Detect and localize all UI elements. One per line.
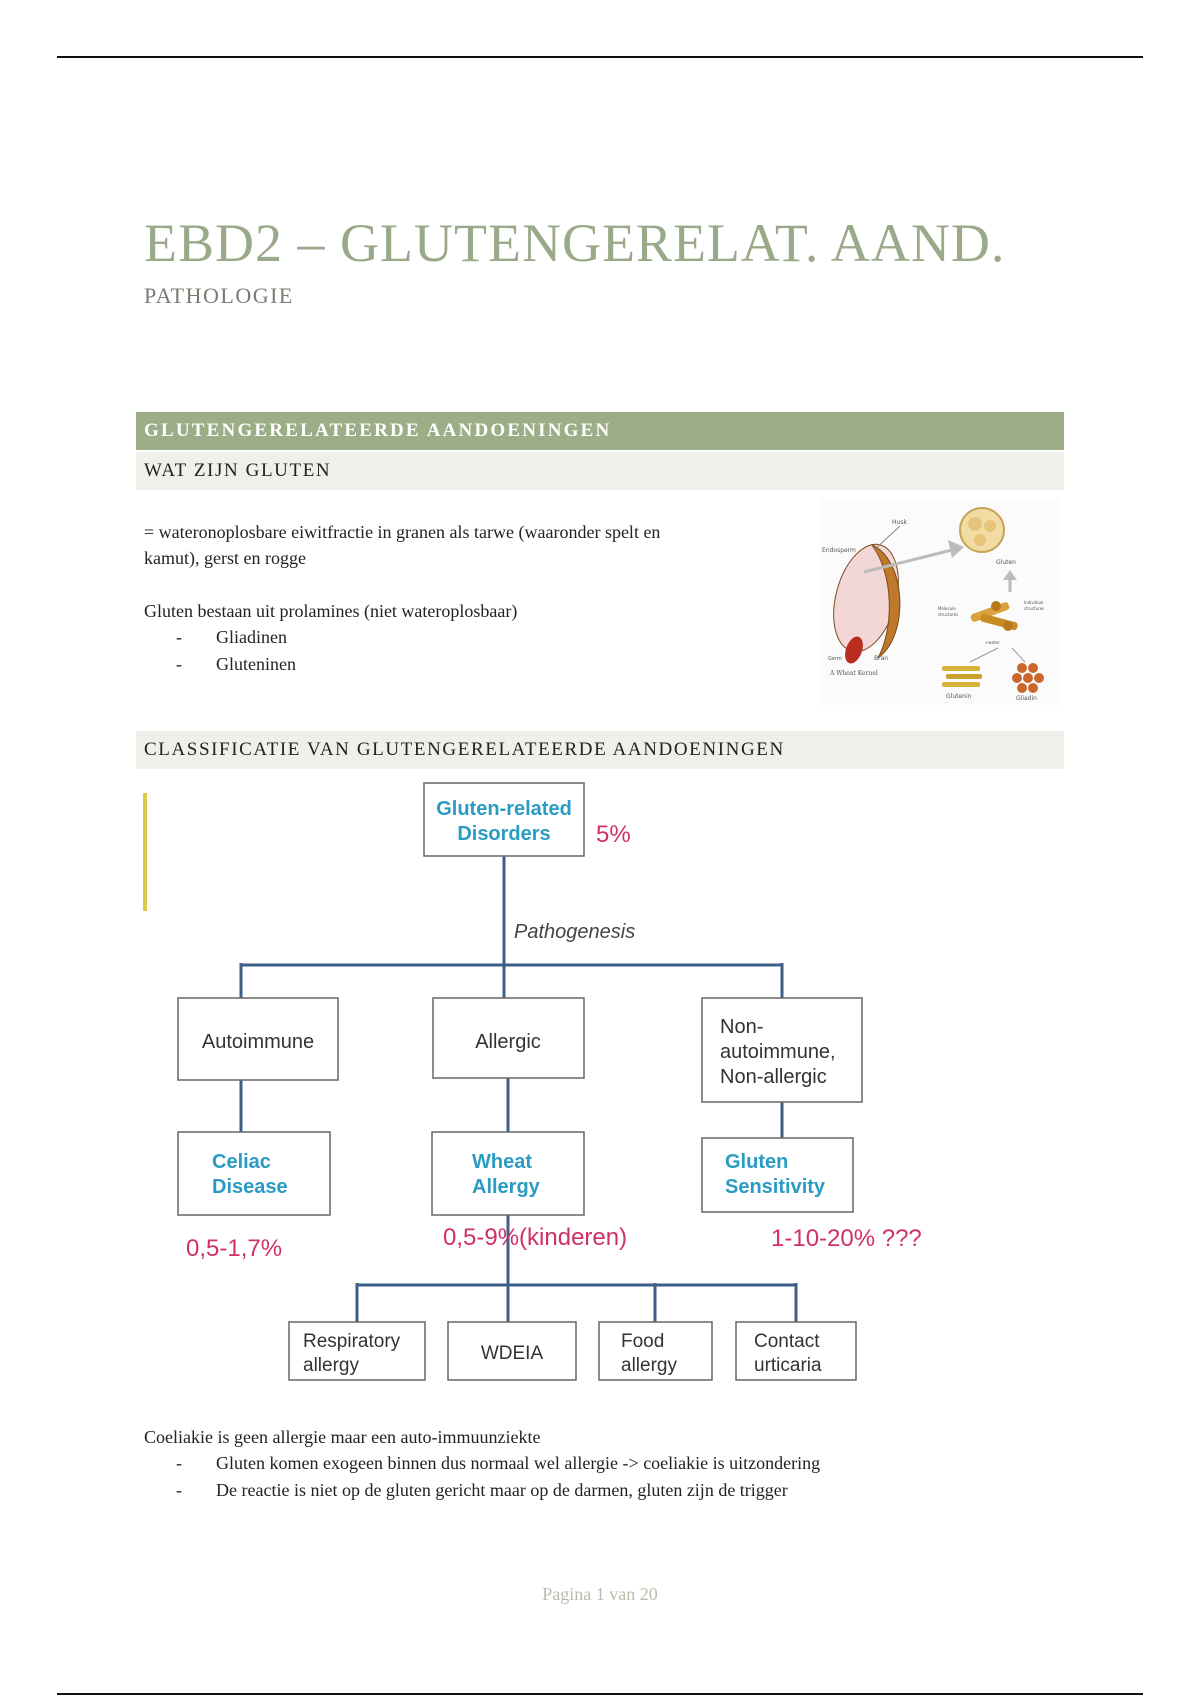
label-glutenin: Glutenin	[946, 693, 972, 700]
leaf-respiratory-2: allergy	[303, 1355, 359, 1376]
wheat-kernel-figure: Husk Endosperm Germ Bran A Wheat Kernel …	[820, 500, 1060, 705]
list-item: -Gliadinen	[176, 624, 296, 651]
list-item: -Gluten komen exogeen binnen dus normaal…	[176, 1450, 820, 1477]
definition-line-1: = wateronoplosbare eiwitfractie in grane…	[144, 519, 660, 545]
pct-celiac: 0,5-1,7%	[186, 1235, 282, 1262]
label-molecule-left-2: structures	[938, 612, 958, 617]
label-autoimmune: Autoimmune	[202, 1031, 314, 1053]
definition-line-2: kamut), gerst en rogge	[144, 545, 660, 571]
label-non-3: Non-allergic	[720, 1066, 827, 1088]
leaf-contact-1: Contact	[754, 1331, 820, 1352]
celiac-label-2: Disease	[212, 1176, 288, 1198]
label-non-2: autoimmune,	[720, 1041, 836, 1063]
leaf-food-1: Food	[621, 1331, 664, 1352]
label-bran: Bran	[874, 655, 888, 662]
section-heading: GLUTENGERELATEERDE AANDOENINGEN	[136, 412, 1064, 450]
composition-intro: Gluten bestaan uit prolamines (niet wate…	[144, 598, 517, 624]
label-husk: Husk	[892, 519, 907, 526]
label-germ: Germ	[828, 656, 842, 662]
leaf-contact-2: urticaria	[754, 1355, 822, 1376]
kernel-caption: A Wheat Kernel	[829, 670, 878, 677]
list-item: -De reactie is niet op de gluten gericht…	[176, 1477, 820, 1504]
document-subtitle: PATHOLOGIE	[144, 283, 294, 309]
composition-list: -Gliadinen -Gluteninen	[176, 624, 296, 677]
subheading-classificatie: CLASSIFICATIE VAN GLUTENGERELATEERDE AAN…	[136, 731, 1064, 769]
leaf-food-2: allergy	[621, 1355, 677, 1376]
label-endosperm: Endosperm	[822, 547, 856, 554]
root-label-2: Disorders	[457, 823, 550, 845]
label-molecule-left-1: Molecule	[938, 606, 956, 611]
box-wheat-allergy	[432, 1132, 584, 1215]
bottom-rule	[57, 1693, 1143, 1695]
wheat-label-2: Allergy	[472, 1176, 541, 1198]
pct-wheat: 0,5-9%(kinderen)	[443, 1224, 627, 1251]
celiac-label-1: Celiac	[212, 1151, 271, 1173]
leaf-wdeia: WDEIA	[481, 1343, 544, 1364]
box-celiac	[178, 1132, 330, 1215]
note-list: -Gluten komen exogeen binnen dus normaal…	[176, 1450, 820, 1503]
root-percentage: 5%	[596, 821, 631, 848]
definition-paragraph: = wateronoplosbare eiwitfractie in grane…	[144, 519, 660, 571]
root-label-1: Gluten-related	[436, 798, 572, 820]
sensitivity-label-2: Sensitivity	[725, 1176, 826, 1198]
list-item: -Gluteninen	[176, 651, 296, 678]
top-rule	[57, 56, 1143, 58]
box-gluten-sensitivity	[702, 1138, 853, 1212]
label-molecule-right-1: Individual	[1024, 600, 1043, 605]
wheat-label-1: Wheat	[472, 1151, 532, 1173]
classification-diagram: Gluten-related Disorders 5% Pathogenesis…	[136, 780, 956, 1390]
label-gliadin: Gliadin	[1016, 695, 1037, 702]
label-molecule-right-2: structures	[1024, 606, 1044, 611]
pathogenesis-label: Pathogenesis	[514, 921, 635, 943]
leaf-respiratory-1: Respiratory	[303, 1331, 401, 1352]
sensitivity-label-1: Gluten	[725, 1151, 788, 1173]
label-allergic: Allergic	[475, 1031, 541, 1053]
label-gluten: Gluten	[996, 559, 1016, 566]
subheading-wat-zijn-gluten: WAT ZIJN GLUTEN	[136, 452, 1064, 490]
note-intro: Coeliakie is geen allergie maar een auto…	[144, 1424, 541, 1450]
document-title: EBD2 – GLUTENGERELAT. AAND.	[144, 212, 1005, 274]
pct-sensitivity: 1-10-20% ???	[771, 1225, 922, 1252]
label-water: +water	[985, 640, 1000, 645]
label-non-1: Non-	[720, 1016, 763, 1038]
glutenin-strands	[942, 666, 982, 687]
page-footer: Pagina 1 van 20	[0, 1584, 1200, 1605]
